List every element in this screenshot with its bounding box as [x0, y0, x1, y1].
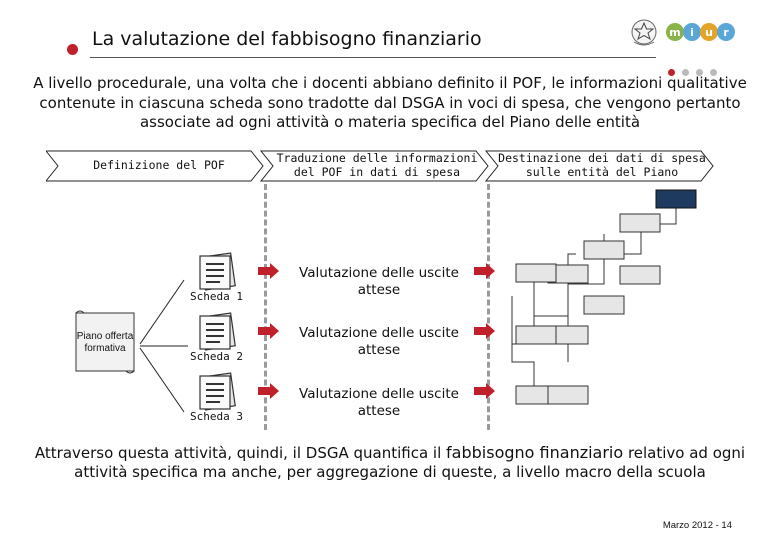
red-arrow-icon [258, 263, 279, 279]
scroll-document-icon [75, 310, 135, 374]
column-divider-2 [487, 184, 490, 430]
nav-dot [668, 69, 675, 76]
logo-letter-i: i [690, 26, 694, 39]
column-header-arrows [46, 150, 714, 182]
tree-node [515, 325, 557, 345]
slide-nav-dots [668, 61, 728, 76]
column-header-destination: Destinazione dei dati di spesa sulle ent… [498, 151, 706, 179]
title-bullet-dot [67, 44, 78, 55]
red-arrow-icon [258, 383, 279, 399]
slide-footer: Marzo 2012 - 14 [662, 520, 732, 531]
nav-dot [696, 69, 703, 76]
column-header-chevron-2 [259, 150, 489, 182]
column-header-chevron-1 [46, 150, 264, 182]
title-underline [90, 57, 656, 58]
republic-emblem-icon [631, 19, 657, 46]
miur-logo: m i u r [665, 20, 737, 48]
logo-letter-r: r [723, 26, 729, 39]
sheet-1-label: Scheda 1 [190, 290, 243, 303]
entity-tree-diagram [511, 189, 697, 405]
tree-node [515, 263, 557, 283]
outro-emphasis: fabbisogno finanziario [446, 443, 624, 462]
outro-paragraph: Attraverso questa attività, quindi, il D… [30, 443, 750, 482]
sheet-1-icon [199, 252, 236, 291]
outro-text-after: relativo ad ogni attività specifica ma a… [74, 444, 746, 481]
sheet-2-icon [199, 312, 236, 351]
evaluation-text-1: Valutazione delle uscite attese [299, 265, 459, 298]
sheet-3-icon [199, 372, 236, 411]
tree-node [619, 213, 661, 233]
header-logos [628, 15, 748, 59]
outro-text-before: Attraverso questa attività, quindi, il D… [34, 444, 447, 462]
red-arrow-icon [474, 263, 495, 279]
column-header-translation: Traduzione delle informazioni del POF in… [276, 151, 478, 179]
red-arrow-icon [474, 323, 495, 339]
tree-node [619, 265, 661, 285]
logo-letter-u: u [705, 26, 713, 39]
sheet-3-label: Scheda 3 [190, 410, 243, 423]
column-header-definition: Definizione del POF [93, 158, 225, 172]
sheet-connector-lines [139, 279, 188, 413]
nav-dot [710, 69, 717, 76]
evaluation-text-2: Valutazione delle uscite attese [299, 325, 459, 358]
slide-title: La valutazione del fabbisogno finanziari… [92, 28, 482, 50]
column-header-chevron-3 [484, 150, 714, 182]
plan-label: Piano offerta formativa [76, 331, 134, 354]
red-arrow-icon [258, 323, 279, 339]
tree-root-node [655, 189, 697, 209]
logo-letter-m: m [669, 26, 680, 39]
sheet-2-label: Scheda 2 [190, 350, 243, 363]
tree-node [547, 385, 589, 405]
intro-paragraph: A livello procedurale, una volta che i d… [33, 74, 747, 131]
column-divider-1 [264, 184, 267, 430]
nav-dot [682, 69, 689, 76]
tree-node [583, 295, 625, 315]
evaluation-text-3: Valutazione delle uscite attese [299, 386, 459, 419]
red-arrow-icon [474, 383, 495, 399]
tree-node [583, 240, 625, 260]
